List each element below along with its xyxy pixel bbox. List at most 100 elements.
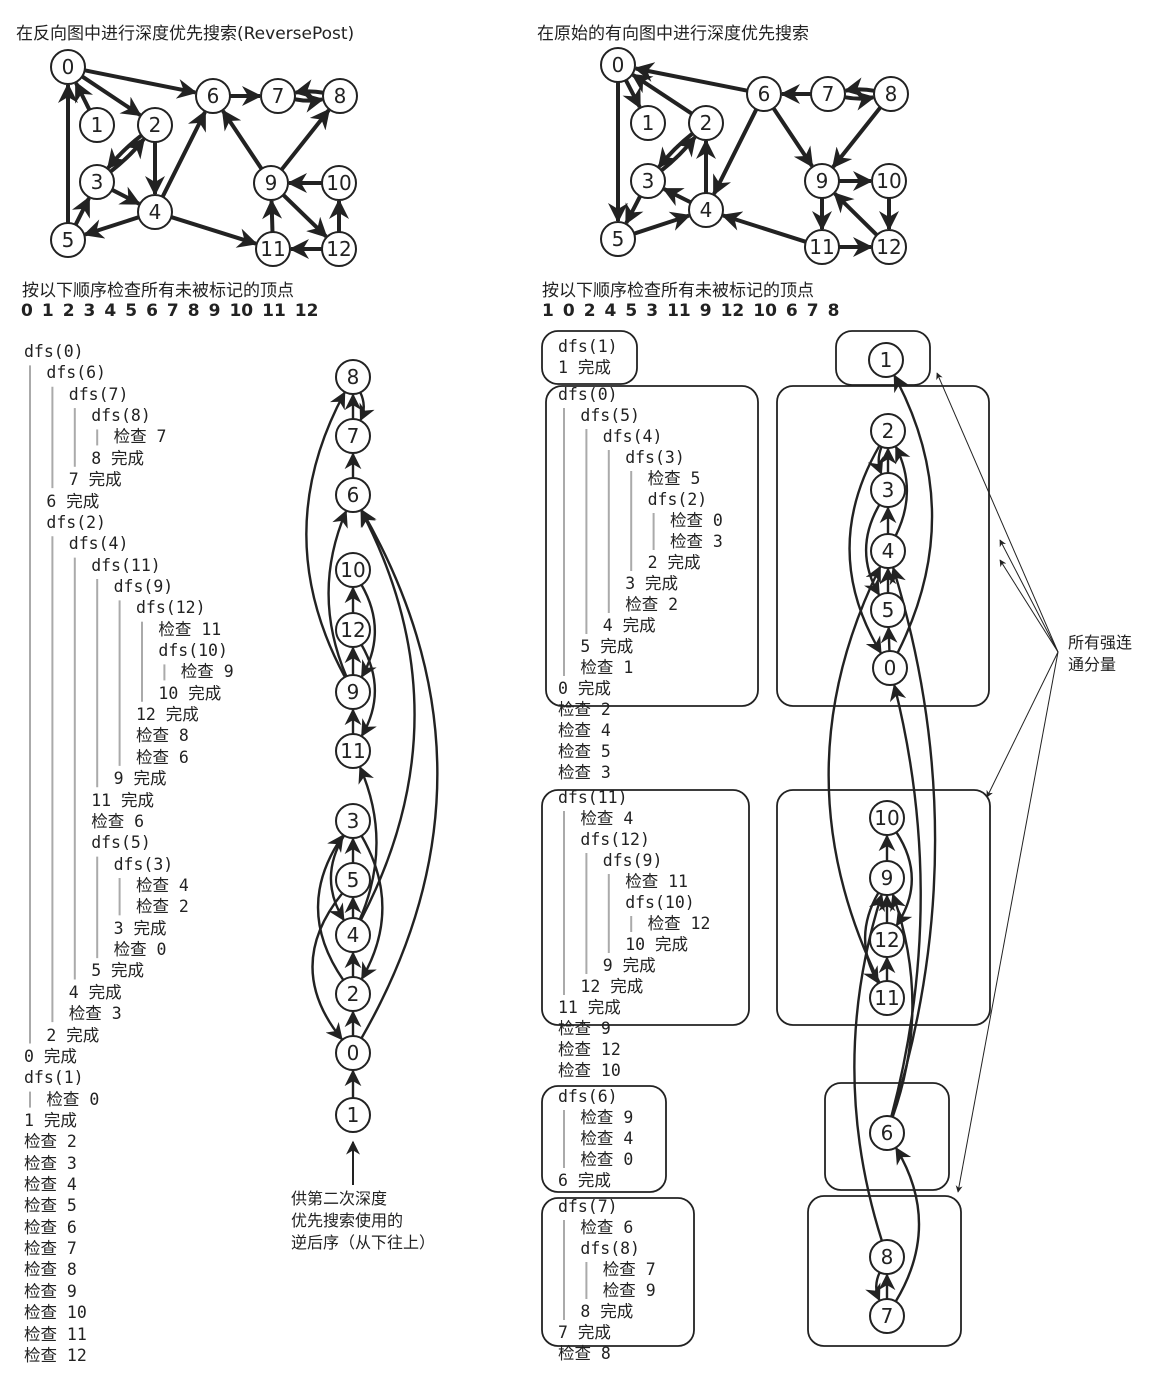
trace-line: 6 完成	[46, 491, 100, 511]
vertex-circle	[868, 342, 904, 378]
edge-8-7	[865, 1271, 881, 1302]
vertex-6: 6	[869, 1115, 905, 1151]
vertex-circle	[335, 917, 371, 953]
vertex-label: 12	[876, 235, 901, 259]
trace-line: 检查 0	[46, 1089, 100, 1109]
trace-line: 3 完成	[113, 918, 167, 938]
trace-line: dfs(11)	[91, 555, 161, 575]
vertex-3: 3	[630, 163, 666, 199]
edge-9-11	[863, 892, 880, 984]
trace-line: dfs(9)	[113, 576, 174, 596]
trace-line: 检查 10	[558, 1061, 621, 1080]
vertex-circle	[872, 650, 908, 686]
edge-3-2	[660, 135, 697, 173]
trace-line: 11 完成	[558, 998, 621, 1017]
trace-line: dfs(12)	[580, 830, 650, 849]
vertex-9: 9	[804, 163, 840, 199]
trace-line: 11 完成	[91, 790, 154, 810]
trace-line: dfs(1)	[558, 337, 618, 356]
trace-line: 4 完成	[602, 616, 656, 635]
trace-line: 9 完成	[602, 956, 656, 975]
vertex-label: 5	[882, 598, 895, 622]
vertex-label: 4	[700, 198, 713, 222]
edge-2-0	[848, 445, 882, 655]
order-vertex: 0	[562, 301, 575, 321]
trace-line: 检查 4	[580, 809, 634, 828]
vertex-label: 6	[758, 82, 771, 106]
trace-line: dfs(4)	[68, 534, 129, 554]
trace-line: 2 完成	[647, 553, 701, 572]
vertex-9: 9	[335, 674, 371, 710]
edge-9-12	[281, 193, 328, 238]
edge-9-8	[305, 391, 346, 678]
vertex-circle	[869, 860, 905, 896]
trace-line: dfs(2)	[647, 490, 708, 509]
edge-2-3	[106, 133, 143, 170]
trace-line: 1 完成	[24, 1110, 77, 1130]
vertex-12: 12	[869, 922, 905, 958]
vertex-label: 6	[347, 483, 360, 507]
trace-line: dfs(6)	[558, 1087, 618, 1106]
trace-line: dfs(8)	[91, 406, 151, 426]
order-vertex: 2	[583, 301, 596, 321]
trace-line: 检查 6	[136, 747, 189, 767]
vertex-circle	[869, 1115, 905, 1151]
vertex-label: 3	[642, 169, 655, 193]
order-vertex: 6	[146, 301, 158, 321]
vertex-4: 4	[688, 192, 724, 228]
vertex-circle	[870, 533, 906, 569]
vertex-label: 3	[91, 170, 104, 194]
vertex-label: 8	[347, 365, 360, 389]
edge-6-9	[771, 107, 814, 168]
vertex-label: 2	[149, 113, 162, 137]
order-vertex: 5	[125, 301, 138, 321]
vertex-label: 2	[700, 111, 713, 135]
vertex-circle	[869, 980, 905, 1016]
right-order-caption: 按以下顺序检查所有未被标记的顶点	[542, 281, 814, 301]
vertex-label: 10	[876, 169, 901, 193]
trace-line: 检查 0	[670, 511, 723, 530]
component-box	[776, 789, 991, 1026]
edge-12-9	[833, 192, 879, 237]
edge-5-3	[71, 196, 91, 226]
order-vertex: 1	[542, 301, 554, 321]
vertex-circle	[871, 229, 907, 265]
edge-3-5	[624, 195, 644, 225]
vertex-circle	[335, 477, 371, 513]
trace-line: 5 完成	[91, 961, 145, 981]
component-box	[541, 330, 638, 385]
trace-line: 检查 7	[602, 1260, 656, 1279]
trace-line: dfs(5)	[580, 406, 640, 425]
edge-5-4	[633, 211, 691, 236]
vertex-circle	[195, 78, 231, 114]
trace-line: 检查 4	[558, 721, 611, 740]
trace-line: 7 完成	[68, 470, 122, 490]
vertex-circle	[335, 1097, 371, 1133]
vertex-circle	[810, 76, 846, 112]
scc-label-line: 所有强连	[1068, 633, 1133, 652]
vertex-label: 1	[91, 113, 104, 137]
order-vertex: 4	[104, 301, 117, 321]
order-vertex: 12	[720, 301, 745, 321]
trace-line: 7 完成	[558, 1323, 611, 1342]
trace-line: 检查 2	[625, 595, 679, 614]
vertex-circle	[600, 47, 636, 83]
vertex-label: 1	[642, 111, 655, 135]
vertex-7: 7	[869, 1298, 905, 1334]
vertex-label: 8	[334, 84, 347, 108]
trace-line: 检查 7	[113, 427, 167, 447]
trace-line: 1 完成	[558, 358, 611, 377]
vertex-label: 2	[882, 419, 895, 443]
vertex-circle	[630, 105, 666, 141]
vertex-11: 11	[335, 733, 371, 769]
order-vertex: 11	[667, 301, 691, 321]
order-vertex: 0	[21, 301, 33, 321]
edge-1-0	[74, 81, 94, 111]
trace-line: 检查 2	[558, 700, 611, 719]
vertex-10: 10	[321, 165, 357, 201]
trace-line: 12 完成	[580, 977, 644, 996]
order-vertex: 3	[83, 301, 96, 321]
note-line: 优先搜索使用的	[291, 1211, 404, 1230]
vertex-2: 2	[688, 105, 724, 141]
note-line: 逆后序（从下往上）	[291, 1233, 436, 1252]
